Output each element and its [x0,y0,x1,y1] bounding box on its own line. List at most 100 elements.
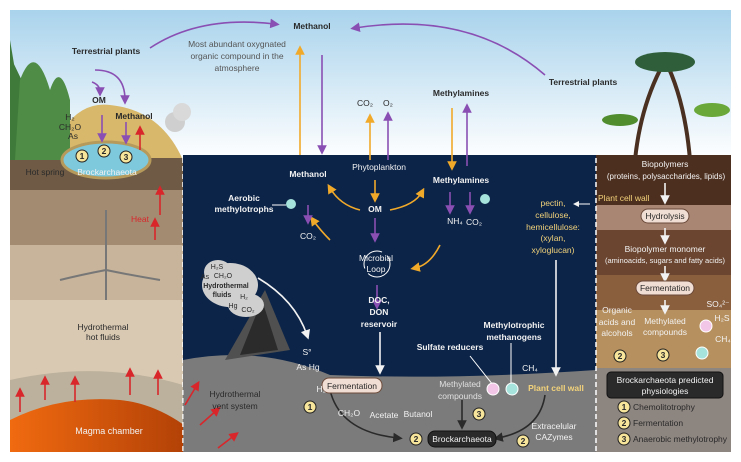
biopolymers-detail: (proteins, polysaccharides, lipids) [607,172,726,181]
seafloor-fermentation-label: Fermentation [327,381,377,391]
badge-1: 1 [308,402,313,412]
co2-label: CO₂ [357,98,373,108]
hot-fluids-line-1: Hydrothermal [77,322,128,332]
hot-spring-methanol-label: Methanol [115,111,152,121]
legend-num-3: 3 [622,434,627,444]
organic-acids-line-1: Organic [602,305,633,315]
seafloor [183,355,596,452]
biopolymers-label: Biopolymers [642,159,689,169]
vent-system-line-1: Hydrothermal [209,389,260,399]
terrestrial-plants-right-label: Terrestrial plants [549,77,618,87]
microbial-loop-icon [363,250,391,278]
ocean-co2-b-label: CO₂ [466,217,482,227]
monomer-label: Biopolymer monomer [625,244,706,254]
magma-chamber [10,399,215,452]
sulfate-reducer-cell [486,382,500,396]
soil-methylated-line-1: Methylated [644,316,686,326]
so4-label: SO₄²⁻ [706,299,730,309]
microbial-loop-line-2: Loop [367,264,386,274]
hot-spring-label: Hot spring [26,167,65,177]
heat-label: Heat [131,214,150,224]
badge-1: 1 [80,151,85,161]
cloud-ch2o: CH₂O [214,273,233,280]
organic-acids-line-3: alcohols [601,328,632,338]
sulfate-reducers-label: Sulfate reducers [417,342,484,352]
flux-arrows [15,18,670,449]
seafloor-ch2o-label: CH₂O [338,408,361,418]
soil-badge-2: 2 [618,351,623,361]
doc-line-1: DOC, [368,295,389,305]
legend-num-2: 2 [622,418,627,428]
seafloor-badges: 1 2 3 2 [303,400,530,448]
atmosphere-methanol-label: Methanol [293,21,330,31]
soil-methylated-line-2: compounds [643,327,687,337]
magma-chamber-label: Magma chamber [75,426,143,436]
aerobic-label-2: methylotrophs [214,204,273,214]
methanol-note-line-3: atmosphere [215,63,260,73]
legend-num-1: 1 [622,402,627,412]
soil-ch4-label: CH₄ [715,334,731,344]
cloud-h2: H₂ [240,294,248,301]
ocean-co2-label: CO₂ [300,231,316,241]
atmosphere-methylamines-label: Methylamines [433,88,489,98]
soil-methanogen-cell [695,346,709,360]
hydrolysis-label: Hydrolysis [645,211,684,221]
butanol-label: Butanol [404,409,433,419]
polysaccharide-line-2: cellulose, [535,210,570,220]
methanogen-cell [505,382,519,396]
microbial-loop-line-1: Microbial [359,253,393,263]
vent-cloud-labels: H₂S As CH₂O Hydrothermal fluids H₂ Hg CO… [201,264,255,314]
legend-label-3: Anaerobic methylotrophy [633,434,728,444]
methanogens-line-2: methanogens [486,332,542,342]
monomer-detail: (aminoacids, sugars and fatty acids) [605,256,726,265]
cazymes-line-2: CAZymes [535,432,572,442]
seafloor-brockarchaeota-label: Brockarchaeota [432,434,492,444]
seafloor-methylated-line-2: compounds [438,391,482,401]
soil-badge-3: 3 [661,350,666,360]
om-label: OM [92,95,106,105]
cloud-h2s: H₂S [211,264,224,271]
polysaccharide-line-5: xyloglucan) [532,245,575,255]
doc-line-3: reservoir [361,319,398,329]
as-hg-label: As Hg [296,362,319,372]
cloud-hydrothermal: Hydrothermal [203,283,249,290]
polysaccharide-line-4: (xylan, [540,233,565,243]
phytoplankton-label: Phytoplankton [352,162,406,172]
methylamine-cell [480,194,490,204]
hot-spring-land [10,40,215,452]
legend-title-2: physiologies [642,386,689,396]
cloud-co2: CO₂ [241,307,255,314]
hydrolysis-box [640,208,690,224]
ocean-om-label: OM [368,204,382,214]
seafloor-plant-cell-wall-label: Plant cell wall [528,383,584,393]
gas-as: As [68,131,78,141]
badge-3: 3 [124,152,129,162]
seafloor-methylated-line-1: Methylated [439,379,481,389]
seafloor-ch4-label: CH₄ [522,363,538,373]
aerobic-label-1: Aerobic [228,193,260,203]
vent-cloud [202,260,264,317]
seafloor-h2-label: H₂ [317,384,326,394]
badge-3: 3 [477,409,482,419]
hot-fluids-line-2: hot fluids [86,332,120,342]
badge-2: 2 [414,434,419,444]
doc-line-2: DON [370,307,389,317]
terrestrial-plants-left-label: Terrestrial plants [72,46,141,56]
h2s-label: H₂S [714,313,729,323]
ocean-methylamines-label: Methylamines [433,175,489,185]
acetate-label: Acetate [370,410,399,420]
nh4-label: NH₄ [447,216,463,226]
legend-label-1: Chemolitotrophy [633,402,696,412]
vent-system-line-2: vent system [212,401,257,411]
methanol-note-line-1: Most abundant oxygnated [188,39,286,49]
gas-ch2o: CH₂O [59,122,82,132]
badge-2: 2 [102,146,107,156]
physiology-legend: Brockarchaeota predicted physiologies 1 … [606,371,728,446]
soil-sulfate-reducer-cell [699,319,713,333]
methanol-note-line-2: organic compound in the [190,51,283,61]
o2-label: O₂ [383,98,393,108]
seafloor-fermentation-box [321,377,383,394]
cloud-fluids: fluids [213,292,232,299]
organic-acids-line-2: acids and [599,317,636,327]
